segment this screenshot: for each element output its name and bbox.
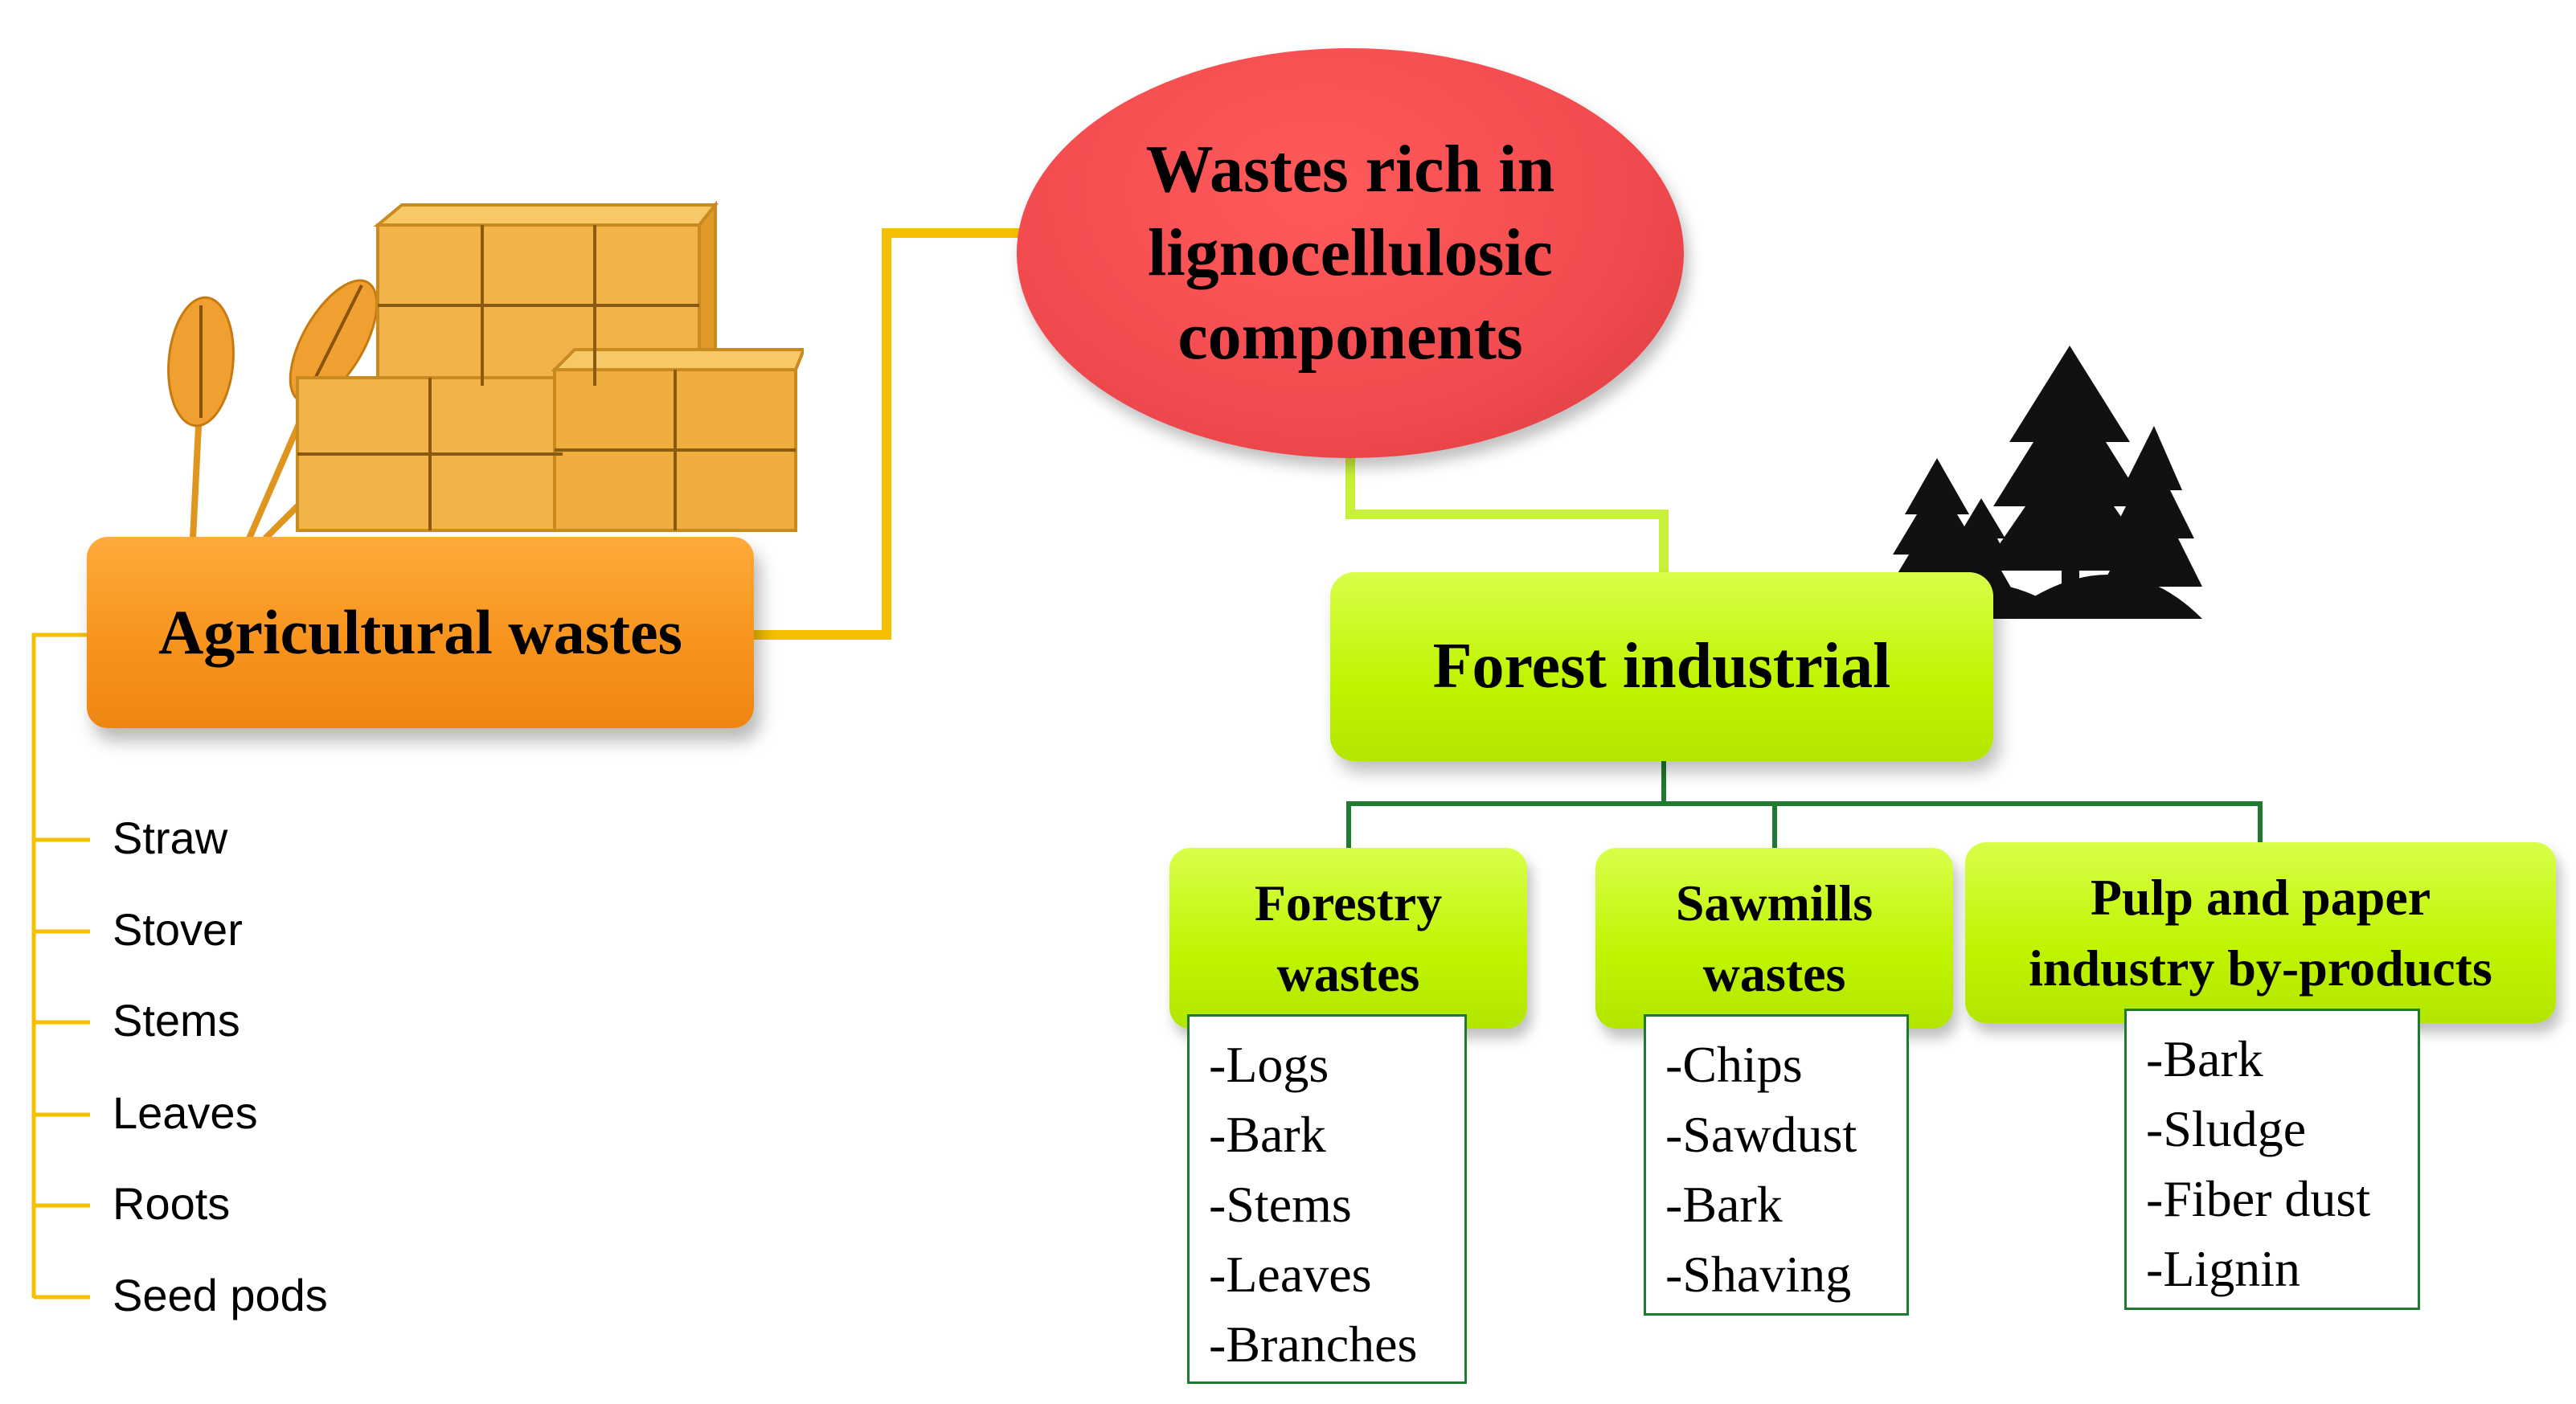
list-item: -Sawdust <box>1665 1106 1857 1163</box>
list-item: -Stems <box>1209 1176 1352 1233</box>
sawmills-wastes-title-line: Sawmills <box>1675 874 1874 931</box>
sawmills-wastes-node: Sawmills wastes <box>1595 848 1953 1029</box>
forestry-wastes-title-line: wastes <box>1276 944 1420 1002</box>
list-item: -Bark <box>1665 1176 1783 1233</box>
root-label-line: Wastes rich in <box>1145 132 1555 207</box>
agri-list-connector <box>31 632 87 1298</box>
hay-bales-icon <box>167 201 804 541</box>
forest-industrial-node: Forest industrial <box>1330 572 1993 761</box>
agri-item: Seed pods <box>113 1270 328 1320</box>
forestry-wastes-list: -Logs -Bark -Stems -Leaves -Branches <box>1187 1014 1467 1384</box>
pulp-paper-title-line: industry by-products <box>2029 939 2492 997</box>
root-label-line: lignocellulosic <box>1148 215 1553 290</box>
list-item: -Fiber dust <box>2146 1170 2371 1227</box>
pulp-paper-list: -Bark -Sludge -Fiber dust -Lignin <box>2124 1009 2420 1310</box>
list-item: -Shaving <box>1665 1246 1852 1303</box>
list-item: -Bark <box>1209 1106 1326 1163</box>
forestry-wastes-node: Forestry wastes <box>1169 848 1527 1029</box>
agri-item: Stover <box>113 904 243 955</box>
pulp-paper-node: Pulp and paper industry by-products <box>1965 842 2556 1023</box>
root-forest-connector <box>1345 450 1669 572</box>
forest-industrial-label: Forest industrial <box>1432 631 1891 702</box>
list-item: -Logs <box>1209 1036 1329 1093</box>
pulp-paper-title-line: Pulp and paper <box>2090 868 2431 926</box>
agricultural-wastes-label: Agricultural wastes <box>158 597 683 667</box>
sawmills-wastes-list: -Chips -Sawdust -Bark -Shaving <box>1644 1014 1909 1316</box>
list-item: -Lignin <box>2146 1240 2300 1297</box>
root-agri-connector <box>754 228 1019 640</box>
root-label: Wastes rich in lignocellulosic component… <box>1146 128 1555 379</box>
list-item: -Leaves <box>1209 1246 1372 1303</box>
list-item: -Branches <box>1209 1316 1418 1373</box>
agri-item-ticks <box>34 837 90 1300</box>
list-item: -Chips <box>1665 1036 1803 1093</box>
agri-item: Roots <box>113 1178 231 1229</box>
agricultural-wastes-node: Agricultural wastes <box>87 537 754 728</box>
list-item: -Bark <box>2146 1030 2263 1087</box>
list-item: -Sludge <box>2146 1100 2307 1157</box>
agri-item: Leaves <box>113 1087 258 1138</box>
forestry-wastes-title-line: Forestry <box>1254 874 1443 931</box>
sawmills-wastes-title-line: wastes <box>1702 944 1846 1002</box>
root-label-line: components <box>1177 299 1523 374</box>
agri-item: Stems <box>113 995 240 1046</box>
forest-tree-connector <box>1346 761 2263 848</box>
root-node: Wastes rich in lignocellulosic component… <box>1017 48 1684 458</box>
agri-item: Straw <box>113 813 228 863</box>
